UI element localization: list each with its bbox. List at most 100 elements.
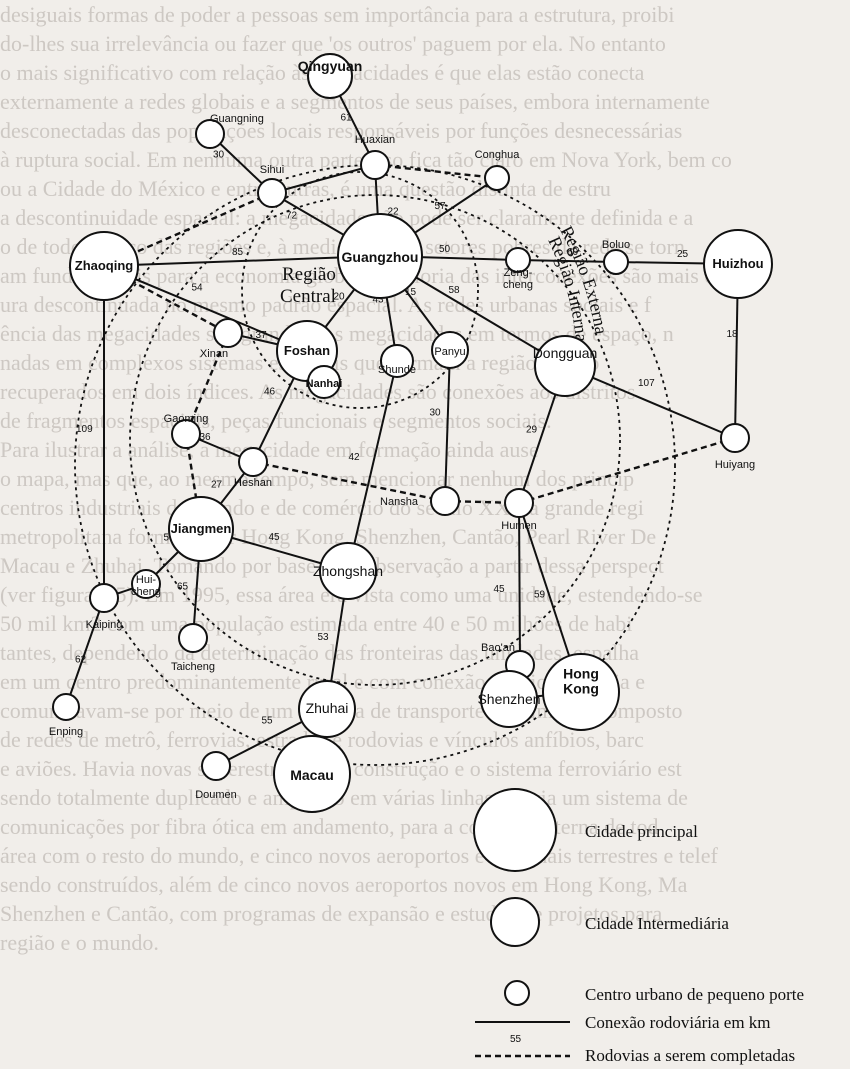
road-km-label: 109 xyxy=(76,424,93,435)
city-node-taicheng xyxy=(178,623,208,653)
city-panyu: Panyu xyxy=(431,331,469,369)
city-humen: Humen xyxy=(501,488,537,532)
road-km-label: 57 xyxy=(435,201,447,212)
legend-planned-label: Rodovias a serem completadas xyxy=(585,1046,795,1065)
city-huizhou: Huizhou xyxy=(703,229,773,299)
road-km-label: 53 xyxy=(318,632,330,643)
road-km-label: 22 xyxy=(388,207,400,218)
city-label-heshan: Heshan xyxy=(234,477,272,489)
city-node-nansha xyxy=(430,486,460,516)
city-label-xinan: Xinan xyxy=(200,348,228,360)
background-text-line: desiguais formas de poder a pessoas sem … xyxy=(0,2,675,27)
road-km-label: 18 xyxy=(727,329,739,340)
city-zhongshan: Zhongshan xyxy=(313,542,383,600)
planned-road-heshan-nansha xyxy=(252,460,446,503)
road-km-label: 27 xyxy=(211,480,223,491)
road-sihui-huaxian xyxy=(271,164,376,194)
central-region-boundary xyxy=(241,171,479,409)
city-gaoming: Gaoming xyxy=(164,413,209,449)
city-guangzhou: Guangzhou xyxy=(337,213,423,299)
city-label-boluo: Boluo xyxy=(602,239,630,251)
road-km-label: 65 xyxy=(177,582,189,593)
background-text-line: do-lhes sua irrelevância ou fazer que 'o… xyxy=(0,31,666,56)
background-text-line: à ruptura social. Em nenhuma outra parte… xyxy=(0,147,732,172)
road-km-label: 107 xyxy=(638,378,655,389)
city-node-jiangmen xyxy=(168,496,234,562)
city-label-conghua: Conghua xyxy=(475,149,521,161)
road-kaiping-enping xyxy=(65,597,105,708)
city-shenzhen: Shenzhen xyxy=(477,670,541,728)
city-node-qingyuan xyxy=(307,53,353,99)
city-node-shunde xyxy=(380,344,414,378)
road-km-label: 42 xyxy=(349,452,361,463)
background-text-line: região e o mundo. xyxy=(0,930,159,955)
city-node-huicheng xyxy=(131,569,161,599)
road-km-label: 58 xyxy=(449,285,461,296)
road-km-label: 43 xyxy=(373,295,385,306)
city-taicheng: Taicheng xyxy=(171,623,215,673)
city-label-jiangmen: Jiangmen xyxy=(171,521,232,536)
background-text-line: o mapa, mas que, ao mesmo tempo, sem men… xyxy=(0,466,635,491)
planned-road-huaxian-conghua xyxy=(374,163,498,180)
road-km-label: 60 xyxy=(567,247,579,258)
legend-intermediate-city-symbol xyxy=(490,897,540,947)
planned-road-xinan-gaoming xyxy=(184,332,230,435)
road-zhaoqing-guangzhou xyxy=(103,255,381,267)
road-km-label: 61 xyxy=(341,113,353,124)
city-node-enping xyxy=(52,693,80,721)
background-text-line: Shenzhen e Cantão, com programas de expa… xyxy=(0,901,663,926)
legend-small-center-symbol xyxy=(504,980,530,1006)
central-region-label: Região Central xyxy=(280,264,341,307)
internal-region-boundary xyxy=(129,194,621,686)
city-node-heshan xyxy=(238,447,268,477)
region-boundaries xyxy=(74,164,676,766)
city-dongguan: Dongguan xyxy=(533,335,598,397)
city-xinan: Xinan xyxy=(200,318,243,360)
road-km-label: 25 xyxy=(677,249,689,260)
city-enping: Enping xyxy=(49,693,83,738)
city-node-huiyang xyxy=(720,423,750,453)
city-label-kaiping: Kaiping xyxy=(86,619,123,631)
city-label-gaoming: Gaoming xyxy=(164,413,209,425)
legend-main-city-symbol xyxy=(473,788,557,872)
city-node-boluo xyxy=(603,249,629,275)
city-label-dongguan: Dongguan xyxy=(533,345,598,361)
city-nanhai: Nanhai xyxy=(306,365,343,399)
city-label-foshan: Foshan xyxy=(284,343,330,358)
road-zengcheng-boluo xyxy=(517,259,617,263)
road-km-label: 30 xyxy=(430,408,442,419)
city-jiangmen: Jiangmen xyxy=(168,496,234,562)
road-km-label: 85 xyxy=(232,247,244,258)
road-km-label: 59 xyxy=(534,590,546,601)
city-kaiping: Kaiping xyxy=(86,583,123,631)
city-label-qingyuan: Qingyuan xyxy=(298,58,363,74)
city-label-panyu: Panyu xyxy=(434,346,465,358)
city-node-hongkong xyxy=(542,653,620,731)
background-text-line: o mais significativo com relação às mega… xyxy=(0,60,645,85)
city-node-zhongshan xyxy=(319,542,377,600)
road-panyu-nansha xyxy=(444,349,451,502)
road-km-label: 36 xyxy=(200,432,212,443)
city-label-zengcheng: Zeng-cheng xyxy=(503,267,533,291)
city-nansha: Nansha xyxy=(380,486,460,516)
city-guangning: Guangning xyxy=(195,113,264,149)
city-node-zengcheng xyxy=(505,247,531,273)
road-km-label: 72 xyxy=(286,211,298,222)
city-node-humen xyxy=(504,488,534,518)
road-km-label: 37 xyxy=(256,330,268,341)
background-text-line: sendo totalmente duplicado e ampliado em… xyxy=(0,785,688,810)
city-label-huiyang: Huiyang xyxy=(715,459,755,471)
city-node-sihui xyxy=(257,178,287,208)
legend-road-km: 55 xyxy=(510,1034,522,1045)
road-km-label: 62 xyxy=(75,655,87,666)
city-label-macau: Macau xyxy=(290,767,334,783)
city-label-taicheng: Taicheng xyxy=(171,661,215,673)
legend-intermediate-city-label: Cidade Intermediária xyxy=(585,914,729,933)
background-text-line: Para ilustrar a análise, a megacidade em… xyxy=(0,437,539,462)
city-conghua: Conghua xyxy=(475,149,521,191)
road-km-label: 45 xyxy=(269,532,281,543)
city-label-huicheng: Hui-cheng xyxy=(131,574,161,598)
road-shunde-zhongshan xyxy=(347,360,398,572)
road-zhaoqing-foshan xyxy=(103,265,308,352)
city-label-nanhai: Nanhai xyxy=(306,378,343,390)
